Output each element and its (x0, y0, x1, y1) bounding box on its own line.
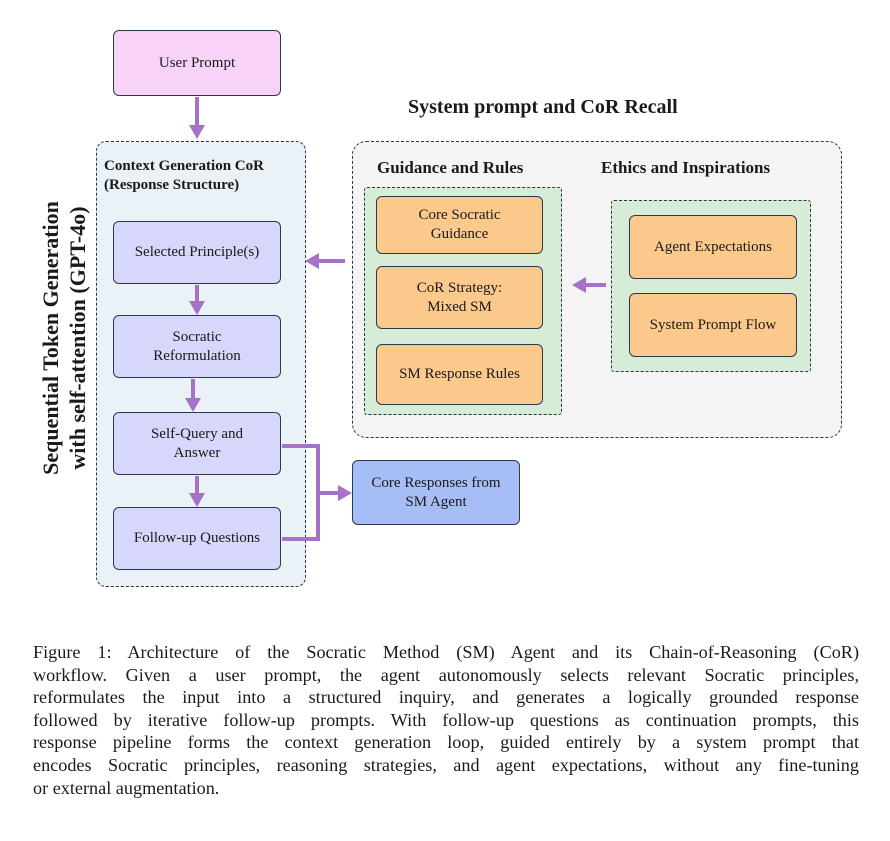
caption-line: response pipeline forms the context gene… (33, 732, 859, 753)
core-responses-node: Core Responses from SM Agent (352, 460, 520, 525)
connector-selfquery (282, 444, 320, 493)
arrowhead-user-to-context (189, 125, 205, 139)
arrowhead-to-core-responses (338, 485, 352, 501)
agent-expectations-node: Agent Expectations (629, 215, 797, 279)
user-prompt-node: User Prompt (113, 30, 281, 96)
guidance-rules-title: Guidance and Rules (377, 158, 524, 177)
arrowhead-ethics-to-guidance (572, 277, 586, 293)
connector-followup (282, 491, 340, 541)
context-generation-title: Context Generation CoR (Response Structu… (104, 158, 264, 193)
caption-line: Figure 1: Architecture of the Socratic M… (33, 642, 859, 662)
caption-line: or external augmentation. (33, 777, 220, 798)
caption-line: workflow. Given a user prompt, the agent… (33, 664, 859, 685)
socratic-reformulation-node: Socratic Reformulation (113, 315, 281, 378)
arrowhead-reformulation-to-selfquery (185, 398, 201, 412)
selected-principles-node: Selected Principle(s) (113, 221, 281, 284)
caption-line: encodes Socratic principles, reasoning s… (33, 754, 859, 775)
arrowhead-system-to-principles (305, 253, 319, 269)
ethics-inspirations-title: Ethics and Inspirations (601, 158, 771, 177)
system-prompt-title: System prompt and CoR Recall (408, 96, 678, 118)
figure-caption: Figure 1: Architecture of the Socratic M… (33, 641, 859, 799)
cor-strategy-node: CoR Strategy: Mixed SM (376, 266, 543, 329)
caption-line: reformulates the input into a structured… (33, 687, 859, 708)
arrowhead-selfquery-to-followup (189, 493, 205, 507)
self-query-answer-node: Self-Query and Answer (113, 412, 281, 475)
caption-line: followed by iterative follow-up prompts.… (33, 709, 859, 730)
follow-up-questions-node: Follow-up Questions (113, 507, 281, 570)
arrowhead-principles-to-reformulation (189, 301, 205, 315)
sm-response-rules-node: SM Response Rules (376, 344, 543, 405)
core-socratic-guidance-node: Core Socratic Guidance (376, 196, 543, 254)
system-prompt-flow-node: System Prompt Flow (629, 293, 797, 357)
